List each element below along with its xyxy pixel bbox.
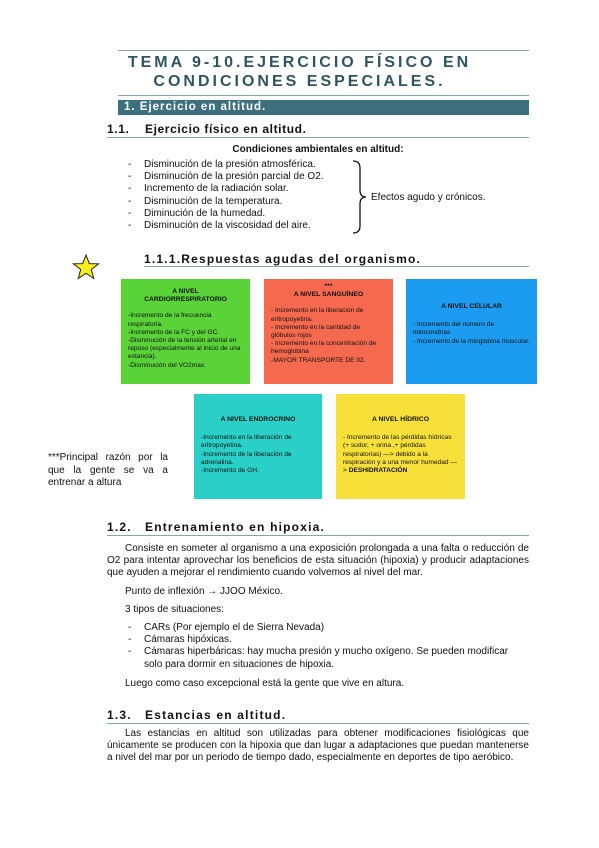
list-item: - Incremento de la mioglobina muscular.	[413, 337, 530, 345]
heading-1-2: 1.2. Entrenamiento en hipoxia.	[107, 520, 325, 534]
paragraph-1-2-d: Luego como caso excepcional está la gent…	[125, 678, 405, 689]
heading-1-3-number: 1.3.	[107, 708, 132, 722]
list-item: solo para dormir en situaciones de hipox…	[144, 658, 335, 670]
conditions-list: -Disminución de la presión atmosférica. …	[128, 159, 324, 232]
situations-list: -CARs (Por ejemplo el de Sierra Nevada) …	[128, 622, 508, 671]
box-celular: A NIVEL CELULAR - Incremento del número …	[406, 279, 537, 384]
effects-label: Efectos agudo y crónicos.	[371, 192, 486, 203]
list-item: -Cámaras hipóxicas.	[128, 634, 232, 646]
paragraph-1-2-c: 3 tipos de situaciones:	[125, 604, 224, 615]
list-item: -Disminución de la tensión arterial en r…	[128, 337, 241, 361]
list-item: -Disminución del VO2max.	[128, 361, 207, 369]
page-title-line2: CONDICIONES ESPECIALES.	[153, 73, 446, 90]
heading-1-3-rule	[107, 723, 529, 724]
list-item: - Incremento del número de mitocondrias	[413, 321, 494, 337]
list-item: -Disminución de la viscosidad del aire.	[128, 220, 311, 232]
box-cardio-title: A NIVEL CARDIORRESPIRATORIO	[144, 288, 227, 304]
heading-1-1-1-rule	[144, 266, 529, 267]
heading-1-3: 1.3. Estancias en altitud.	[107, 708, 286, 722]
list-item: -Incremento de GH.	[201, 467, 259, 475]
paragraph-1-2-a: Consiste en someter al organismo a una e…	[107, 543, 529, 578]
list-item: -Incremento de la liberación de adrenali…	[201, 450, 292, 466]
page-title-line1: TEMA 9-10.EJERCICIO FÍSICO EN	[127, 54, 472, 71]
list-item: -CARs (Por ejemplo el de Sierra Nevada)	[128, 622, 325, 633]
star-icon	[72, 254, 100, 280]
box-sanguineo: *** A NIVEL SANGUÍNEO - Incremento en la…	[264, 279, 393, 384]
list-item: - Incremento en la cantidad de glóbulos …	[271, 323, 361, 340]
list-item: - Incremento en la liberación de eritrop…	[271, 307, 364, 323]
list-item: -Disminución de la temperatura.	[128, 195, 283, 207]
heading-1-2-rule	[107, 535, 529, 536]
list-item: -Incremento de la radiación solar.	[128, 183, 289, 195]
side-note: ***Principal razón por la que la gente s…	[48, 452, 168, 488]
list-item: -Disminución de la presión parcial de O2…	[128, 171, 324, 183]
heading-1-1-number: 1.1.	[107, 122, 130, 136]
heading-1-1-1: 1.1.1.Respuestas agudas del organismo.	[144, 252, 422, 266]
box-sangre-title: *** A NIVEL SANGUÍNEO	[293, 283, 364, 299]
paragraph-1-2-b: Punto de inflexión → JJOO México.	[125, 586, 283, 597]
list-item: -Incremento de la frecuencia respiratori…	[128, 312, 212, 328]
heading-1-2-title: Entrenamiento en hipoxia.	[145, 520, 326, 534]
list-item: -Cámaras hiperbáricas: hay mucha presión…	[128, 646, 509, 658]
right-brace-icon	[352, 160, 367, 234]
heading-1-1-title: Ejercicio físico en altitud.	[145, 122, 307, 136]
list-item: -Diminución de la humedad.	[128, 207, 266, 219]
box-cardiorrespiratorio: A NIVEL CARDIORRESPIRATORIO -Incremento …	[121, 279, 250, 384]
heading-1-2-number: 1.2.	[107, 520, 132, 534]
list-item: -Disminución de la presión atmosférica.	[128, 159, 316, 170]
box-endocrino-title: A NIVEL ENDROCRINO	[220, 416, 296, 423]
title-bottom-rule	[118, 95, 529, 96]
list-item: - Incremento de las pérdidas hídricas (+…	[343, 434, 457, 475]
heading-1-1-rule	[107, 137, 529, 138]
heading-1-1: 1.1. Ejercicio físico en altitud.	[107, 122, 307, 136]
box-hidrico-title: A NIVEL HÍDRICO	[371, 416, 430, 423]
paragraph-1-3: Las estancias en altitud son utilizadas …	[107, 728, 529, 763]
conditions-title: Condiciones ambientales en altitud:	[232, 144, 404, 155]
section-1-heading: 1. Ejercicio en altitud.	[118, 100, 529, 115]
box-celular-title: A NIVEL CELULAR	[441, 303, 502, 310]
box-endocrino: A NIVEL ENDROCRINO -Incremento en la lib…	[194, 394, 322, 499]
list-item: -Incremento de la FC y del GC.	[128, 328, 220, 336]
list-item: - Incremento en la concentración de hemo…	[271, 340, 377, 356]
title-top-rule	[118, 50, 529, 51]
list-item: -MAYOR TRANSPORTE DE 02.	[271, 356, 366, 364]
box-hidrico: A NIVEL HÍDRICO - Incremento de las pérd…	[336, 394, 465, 499]
list-item: -Incremento en la liberación de eritropo…	[201, 434, 292, 450]
heading-1-3-title: Estancias en altitud.	[145, 708, 287, 722]
